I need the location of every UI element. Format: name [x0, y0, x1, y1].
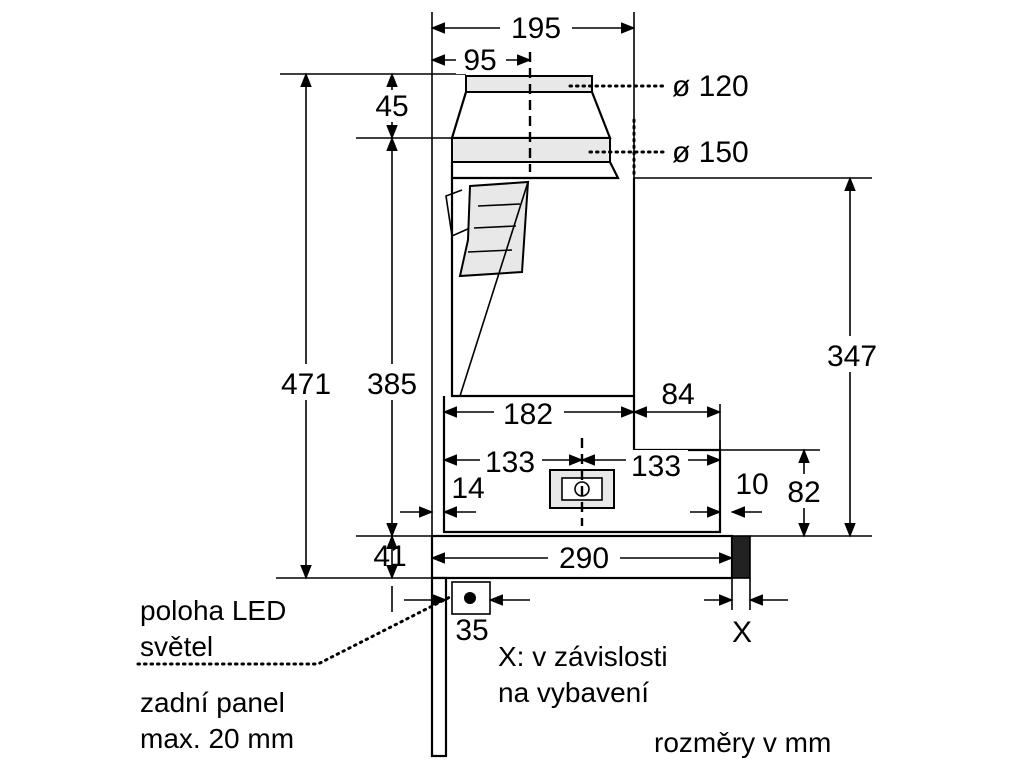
- blower-flap: [445, 189, 471, 238]
- dimension-labels: 195 95 45 471 385 347 182 84 133 133 14 …: [272, 10, 884, 649]
- dim-41: 41: [373, 540, 406, 573]
- dim-14: 14: [451, 472, 484, 505]
- note-x-line2: na vybavení: [498, 677, 649, 708]
- dim-35: 35: [455, 614, 488, 647]
- note-x-line1: X: v závislosti: [498, 641, 668, 672]
- notes: poloha LED světel zadní panel max. 20 mm…: [140, 595, 831, 758]
- diameter-120: ø 120: [672, 70, 749, 103]
- extension-lines: [276, 12, 872, 610]
- back-panel: [430, 576, 448, 758]
- housing-slope: [459, 181, 529, 397]
- note-units: rozměry v mm: [654, 727, 831, 758]
- dim-133-right: 133: [631, 450, 681, 483]
- leader-led: [136, 594, 454, 666]
- blower-ribs: [467, 203, 521, 253]
- note-panel-line1: zadní panel: [140, 687, 285, 718]
- chimney-taper: [450, 91, 612, 140]
- front-trim: [731, 535, 751, 579]
- led-icon: [464, 592, 476, 604]
- dim-385: 385: [367, 368, 417, 401]
- dim-10: 10: [735, 468, 768, 501]
- blower-scroll: [458, 180, 530, 278]
- diameter-150: ø 150: [672, 136, 749, 169]
- dim-95: 95: [463, 44, 496, 77]
- dim-45: 45: [375, 90, 408, 123]
- housing: [450, 178, 636, 398]
- hood-outline: [430, 12, 751, 758]
- dim-347: 347: [827, 340, 877, 373]
- dim-471: 471: [281, 368, 331, 401]
- note-led-line2: světel: [140, 631, 213, 662]
- note-panel-line2: max. 20 mm: [140, 723, 294, 754]
- chimney-base: [450, 161, 620, 180]
- dim-82: 82: [787, 476, 820, 509]
- note-led-line1: poloha LED: [140, 595, 286, 626]
- dim-182: 182: [503, 398, 553, 431]
- dim-84: 84: [661, 378, 694, 411]
- dim-195: 195: [511, 12, 561, 45]
- dim-x: X: [732, 616, 752, 649]
- dim-290: 290: [559, 542, 609, 575]
- dim-133-left: 133: [485, 446, 535, 479]
